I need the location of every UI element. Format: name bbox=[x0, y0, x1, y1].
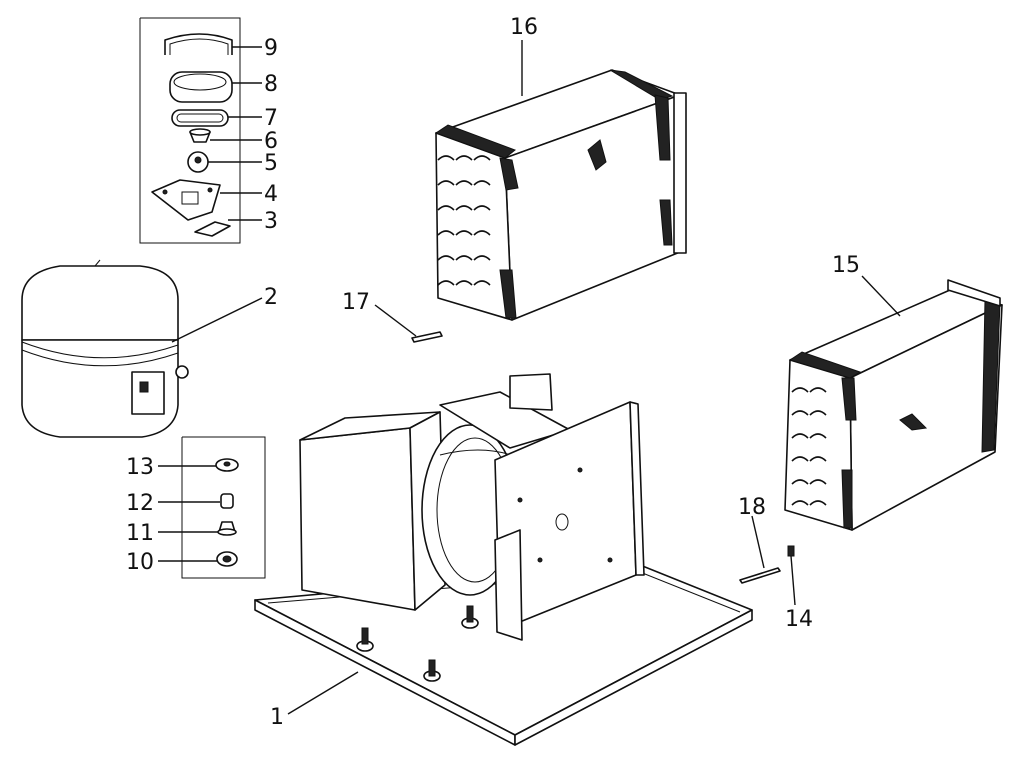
part-12-spacer bbox=[220, 493, 234, 509]
part-7-gasket bbox=[171, 109, 229, 127]
part-10-washer bbox=[216, 551, 238, 567]
callout-5: 5 bbox=[264, 151, 278, 176]
callout-2: 2 bbox=[264, 285, 278, 310]
callout-17: 17 bbox=[342, 290, 370, 315]
part-6-grommet bbox=[189, 128, 211, 143]
part-9-clip bbox=[164, 33, 233, 55]
part-14-screw bbox=[787, 545, 796, 606]
callout-14: 14 bbox=[785, 607, 813, 632]
callout-15: 15 bbox=[832, 253, 860, 278]
part-5-overload bbox=[187, 151, 209, 173]
part-1-base-pan bbox=[254, 373, 753, 746]
part-4-bracket bbox=[151, 179, 221, 221]
callout-6: 6 bbox=[264, 129, 278, 154]
part-2-compressor bbox=[21, 259, 263, 438]
callout-3: 3 bbox=[264, 209, 278, 234]
coil-tube-bends bbox=[437, 155, 491, 286]
part-3-clip bbox=[194, 221, 231, 237]
callout-13: 13 bbox=[126, 455, 154, 480]
part-18-rod bbox=[739, 515, 781, 584]
hardware-panel-upper bbox=[139, 17, 262, 244]
callout-11: 11 bbox=[126, 521, 154, 546]
evap-tube-bends bbox=[791, 387, 827, 506]
callout-4: 4 bbox=[264, 182, 278, 207]
part-16-condenser-coil bbox=[434, 40, 687, 321]
callout-10: 10 bbox=[126, 550, 154, 575]
callout-labels: 9 8 7 6 5 4 3 2 13 12 11 10 16 17 15 18 … bbox=[126, 15, 860, 730]
callout-16: 16 bbox=[510, 15, 538, 40]
mount-studs bbox=[356, 605, 479, 682]
part-11-grommet bbox=[217, 521, 237, 536]
part-13-washer bbox=[215, 458, 239, 472]
callout-12: 12 bbox=[126, 491, 154, 516]
callout-18: 18 bbox=[738, 495, 766, 520]
callout-1: 1 bbox=[270, 705, 284, 730]
part-8-cover bbox=[169, 71, 233, 103]
part-17-screw bbox=[374, 304, 443, 343]
callout-8: 8 bbox=[264, 72, 278, 97]
callout-9: 9 bbox=[264, 36, 278, 61]
part-15-evaporator-coil bbox=[784, 275, 1003, 531]
callout-7: 7 bbox=[264, 106, 278, 131]
hardware-panel-lower bbox=[158, 436, 266, 579]
